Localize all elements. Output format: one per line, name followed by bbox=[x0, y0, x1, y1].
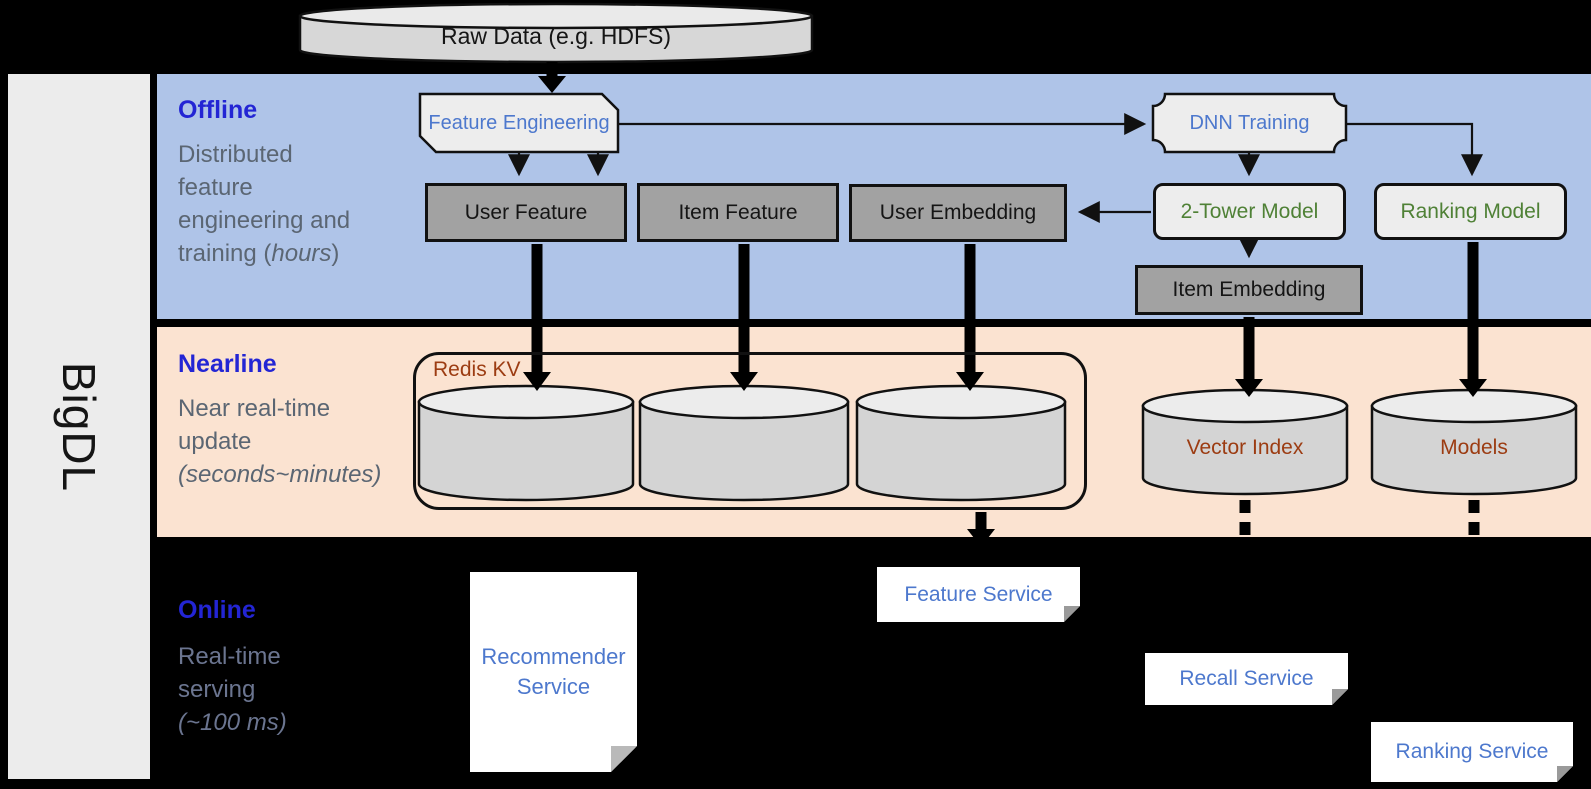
node-item-feature: Item Feature bbox=[637, 183, 839, 242]
service-recall: Recall Service bbox=[1145, 653, 1348, 705]
offline-desc-line-3: engineering and bbox=[178, 207, 351, 234]
feature-fold-corner bbox=[1064, 606, 1080, 622]
bigdl-brand-label: BigDL bbox=[52, 361, 105, 492]
offline-desc-line-4: training (hours) bbox=[178, 240, 340, 267]
nearline-desc-line-2: update bbox=[178, 428, 252, 455]
node-dnn-training: DNN Training bbox=[1189, 111, 1310, 134]
bigdl-sidebar: BigDL bbox=[8, 74, 150, 779]
raw-data-label: Raw Data (e.g. HDFS) bbox=[440, 22, 672, 49]
node-item-embedding: Item Embedding bbox=[1135, 265, 1363, 315]
online-desc-line-3: (~100 ms) bbox=[178, 709, 287, 736]
node-feature-engineering: Feature Engineering bbox=[428, 111, 610, 134]
nearline-desc-line-1: Near real-time bbox=[178, 395, 331, 422]
online-desc-line-2: serving bbox=[178, 676, 256, 703]
models-label: Models bbox=[1440, 436, 1508, 459]
service-feature: Feature Service bbox=[877, 567, 1080, 622]
online-desc-line-1: Real-time bbox=[178, 643, 281, 670]
section-title-offline: Offline bbox=[178, 96, 258, 124]
section-title-online: Online bbox=[178, 596, 256, 624]
node-user-feature: User Feature bbox=[425, 183, 627, 242]
service-recommender: Recommender Service bbox=[470, 572, 637, 772]
nearline-desc-line-3: (seconds~minutes) bbox=[178, 461, 382, 488]
offline-desc-line-2: feature bbox=[178, 174, 253, 201]
section-desc-offline: Distributed feature engineering and trai… bbox=[178, 138, 350, 270]
section-title-nearline: Nearline bbox=[178, 350, 277, 378]
ranking-fold-corner bbox=[1557, 766, 1573, 782]
node-ranking-model: Ranking Model bbox=[1374, 183, 1567, 240]
recommender-fold-corner bbox=[611, 746, 637, 772]
vector-index-label: Vector Index bbox=[1186, 436, 1304, 459]
service-ranking-label: Ranking Service bbox=[1395, 740, 1549, 763]
service-feature-label: Feature Service bbox=[904, 582, 1053, 606]
service-recommender-label: Recommender Service bbox=[481, 644, 626, 699]
node-two-tower-model: 2-Tower Model bbox=[1153, 183, 1346, 240]
redis-kv-label: Redis KV bbox=[433, 358, 521, 381]
redis-kv-frame bbox=[413, 352, 1087, 510]
node-user-embedding: User Embedding bbox=[849, 184, 1067, 242]
service-recall-label: Recall Service bbox=[1179, 667, 1314, 690]
recall-fold-corner bbox=[1332, 689, 1348, 705]
service-ranking: Ranking Service bbox=[1371, 722, 1573, 782]
offline-desc-line-1: Distributed bbox=[178, 141, 293, 168]
section-desc-online: Real-time serving (~100 ms) bbox=[178, 640, 287, 739]
section-desc-nearline: Near real-time update (seconds~minutes) bbox=[178, 392, 381, 491]
